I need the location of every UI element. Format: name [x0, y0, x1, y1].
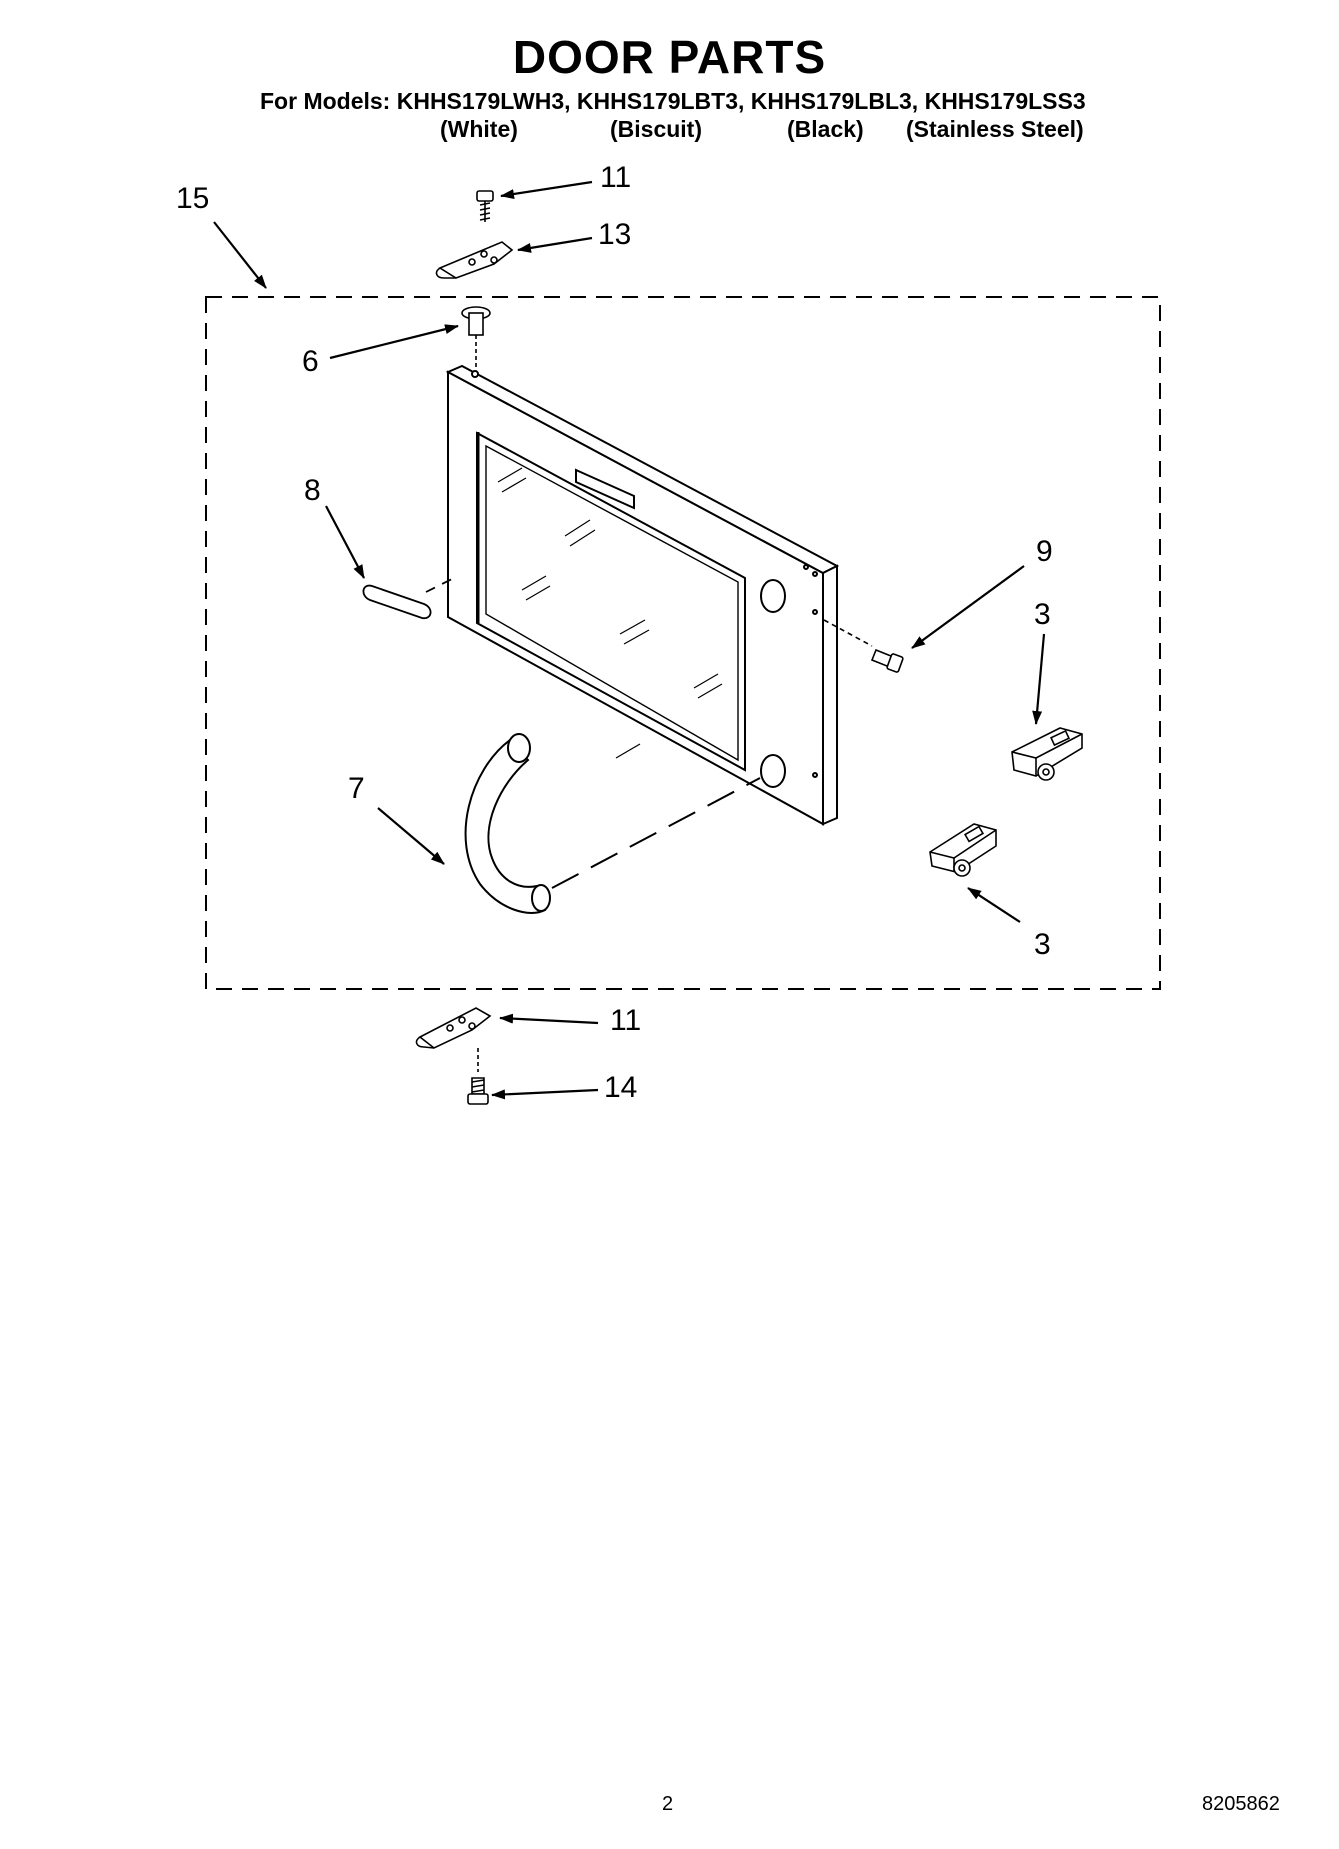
leader-15 — [213, 221, 267, 289]
leader-7 — [377, 807, 445, 865]
door-assembly-boundary — [205, 296, 1161, 990]
door-latch-upper-part — [1011, 727, 1083, 781]
hinge-pin-part — [461, 306, 491, 368]
callout-3-lower: 3 — [1034, 928, 1051, 961]
door-pad-part — [362, 575, 459, 620]
page-number: 2 — [662, 1793, 674, 1815]
leader-3-lower — [967, 887, 1021, 923]
callout-11-bottom: 11 — [610, 1004, 642, 1037]
leader-8 — [325, 505, 365, 579]
color-stainless-steel: (Stainless Steel) — [906, 116, 1084, 142]
leader-14 — [491, 1088, 599, 1100]
color-biscuit: (Biscuit) — [610, 116, 702, 142]
leader-3-upper — [1032, 633, 1046, 725]
callout-3-upper: 3 — [1034, 598, 1051, 631]
door-handle-part — [464, 733, 761, 914]
door-latch-lower-part — [929, 823, 997, 877]
callout-15: 15 — [176, 182, 210, 215]
models-line: For Models: KHHS179LWH3, KHHS179LBT3, KH… — [260, 88, 1086, 114]
page-title: DOOR PARTS — [512, 31, 827, 83]
leader-9 — [911, 565, 1025, 649]
door-frame-part — [445, 364, 840, 826]
callout-7: 7 — [348, 772, 365, 805]
leader-6 — [329, 324, 459, 360]
leader-13 — [517, 236, 593, 253]
hinge-bracket-top-part — [435, 241, 514, 279]
screw-side-part — [823, 619, 904, 673]
document-number: 8205862 — [1202, 1793, 1280, 1815]
screw-bottom-part — [467, 1077, 489, 1105]
callout-6: 6 — [302, 345, 319, 378]
callout-11-top: 11 — [600, 161, 632, 194]
callout-9: 9 — [1036, 535, 1053, 568]
color-white: (White) — [440, 116, 518, 142]
leader-11-bottom — [499, 1013, 599, 1025]
color-black: (Black) — [787, 116, 864, 142]
hinge-bracket-bottom-part — [415, 1007, 492, 1072]
callout-13: 13 — [598, 218, 632, 251]
callout-8: 8 — [304, 474, 321, 507]
callout-14: 14 — [604, 1071, 638, 1104]
screw-top-part — [476, 190, 494, 222]
leader-11-top — [500, 180, 593, 199]
